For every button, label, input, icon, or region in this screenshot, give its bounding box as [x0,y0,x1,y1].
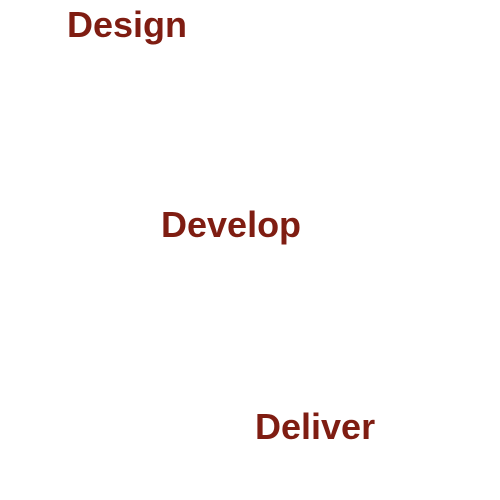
word-design: Design [67,4,188,45]
word-deliver: Deliver [255,406,376,447]
word-develop: Develop [161,204,302,245]
